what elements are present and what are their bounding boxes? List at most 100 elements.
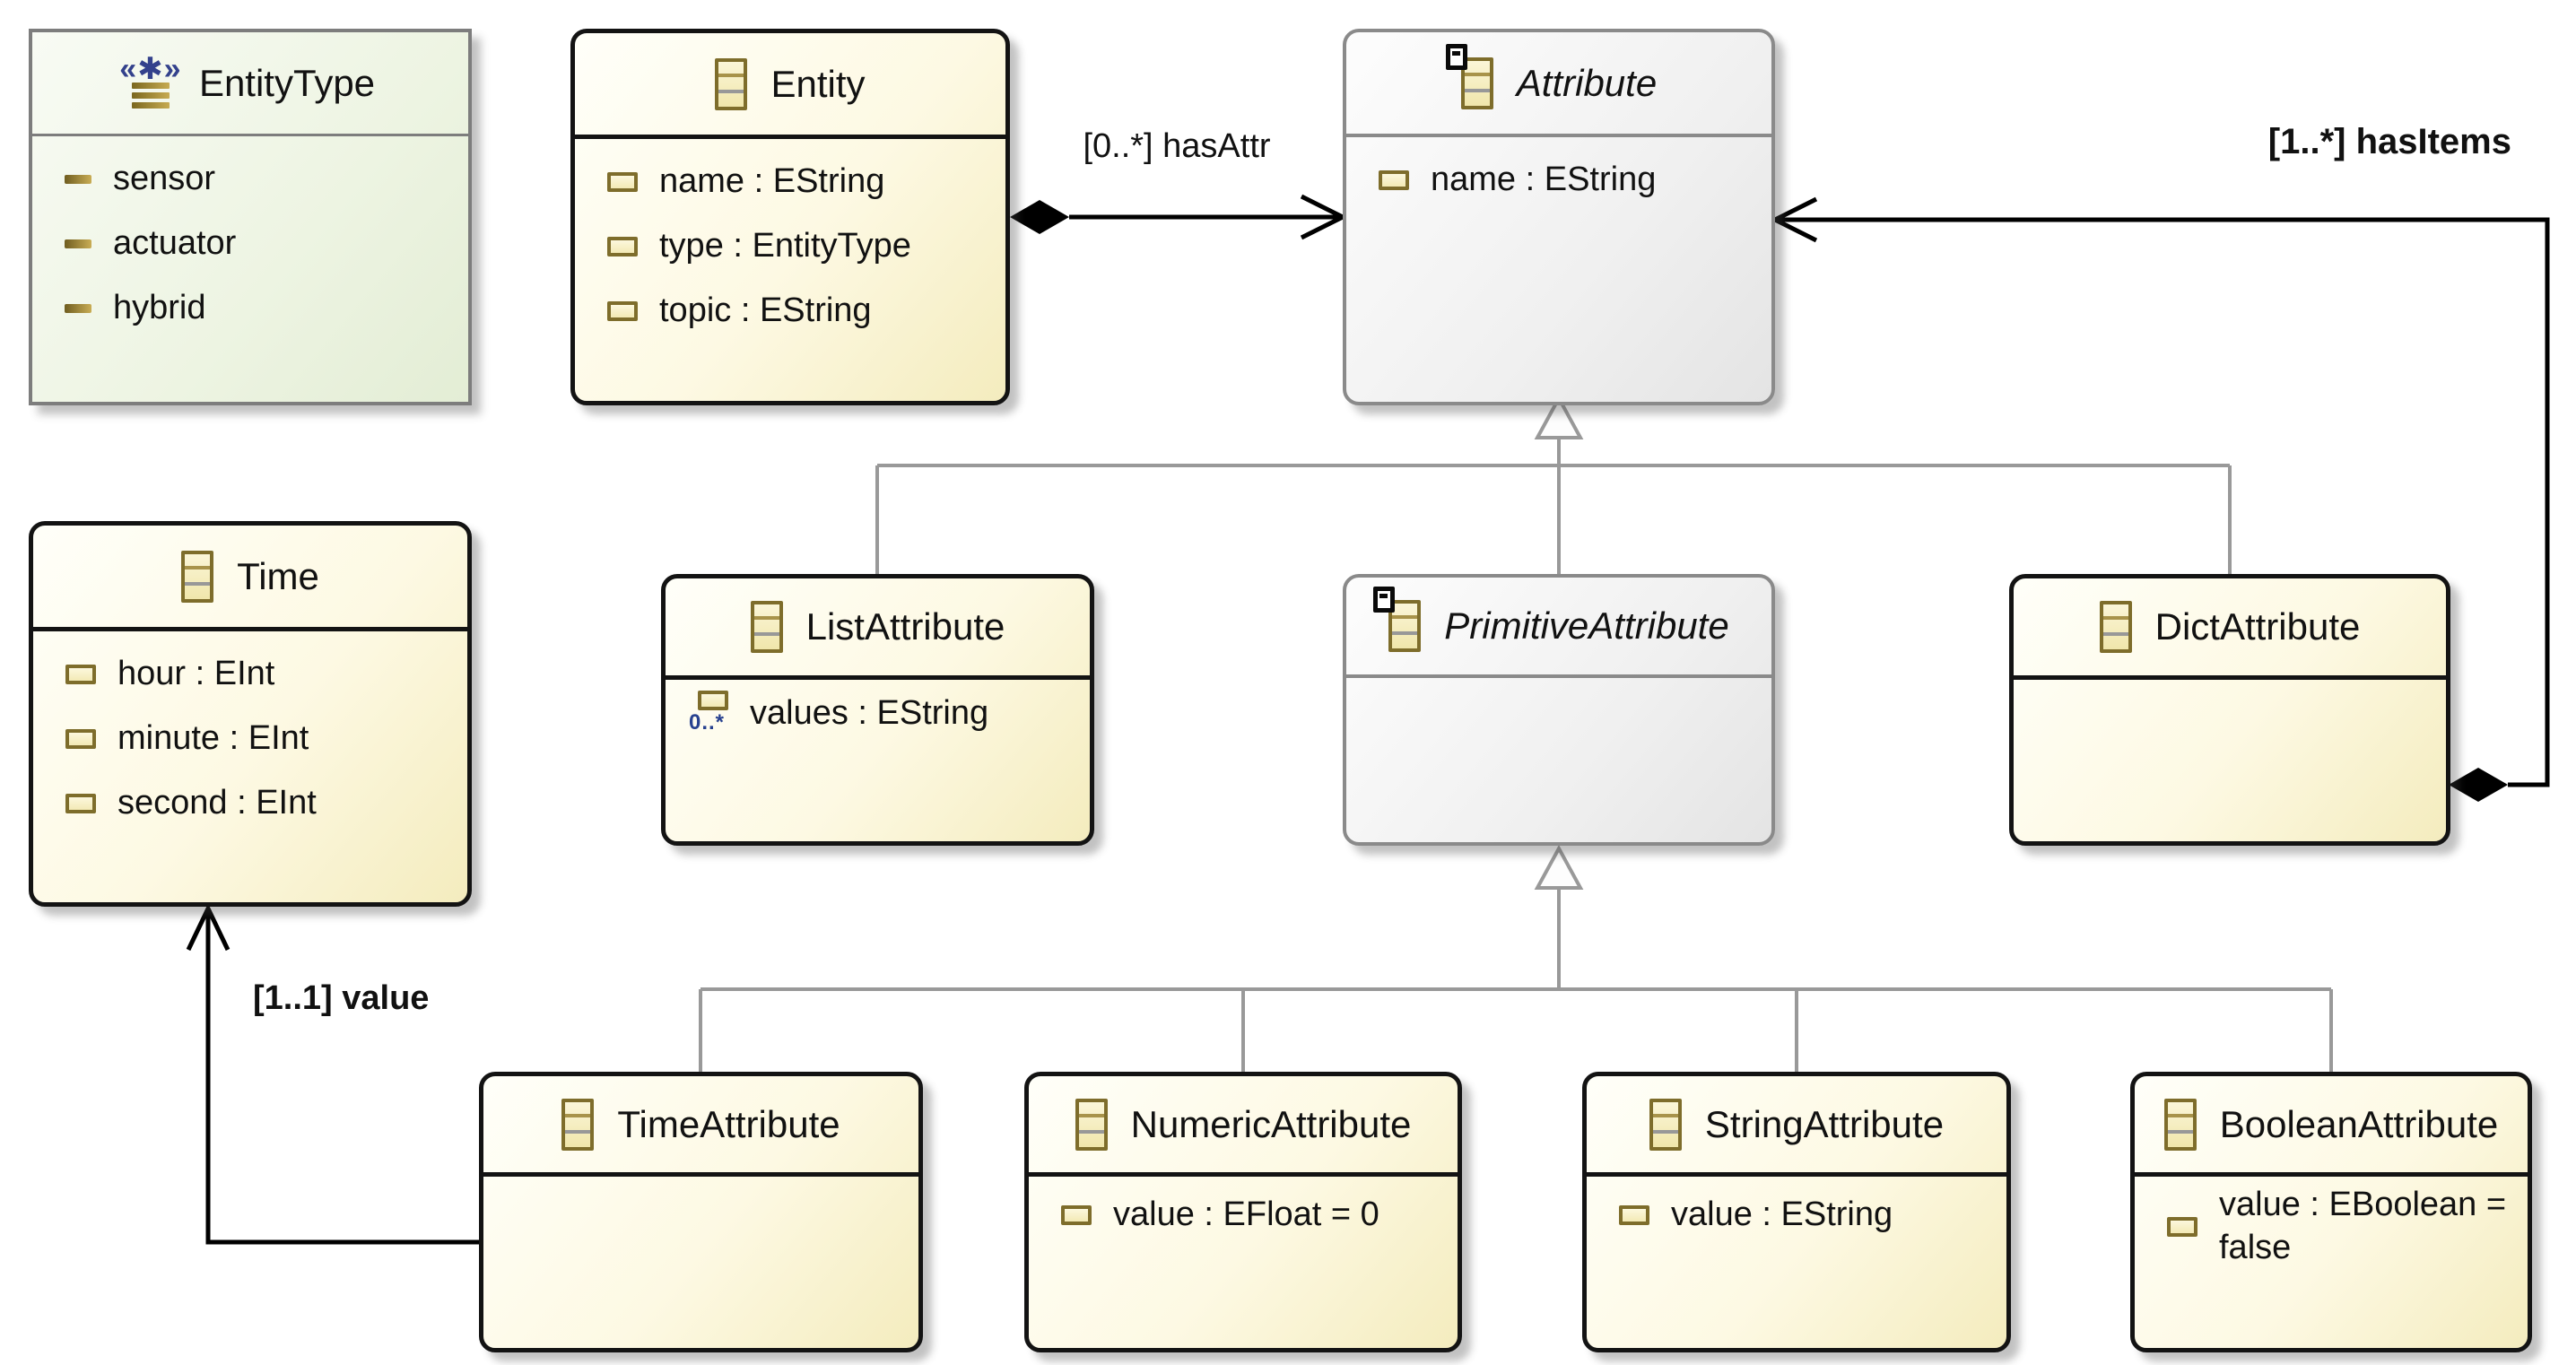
attribute-row[interactable]: topic : EString bbox=[607, 279, 989, 343]
enum-literal-row[interactable]: sensor bbox=[65, 147, 452, 212]
class-title: PrimitiveAttribute bbox=[1444, 604, 1729, 647]
class-node-timeattribute[interactable]: TimeAttribute bbox=[479, 1072, 923, 1352]
attribute-row[interactable]: name : EString bbox=[1379, 148, 1755, 213]
attribute-row[interactable]: second : EInt bbox=[65, 771, 451, 836]
class-header: NumericAttribute bbox=[1029, 1076, 1458, 1177]
edge-label-value[interactable]: [1..1] value bbox=[253, 979, 430, 1017]
attribute-compartment: hour : EInt minute : EInt second : EInt bbox=[33, 631, 467, 836]
class-header: PrimitiveAttribute bbox=[1346, 578, 1771, 678]
class-node-stringattribute[interactable]: StringAttribute value : EString bbox=[1582, 1072, 2011, 1352]
enum-literal-label: sensor bbox=[113, 160, 216, 198]
attribute-label: value : EBoolean = false bbox=[2219, 1186, 2507, 1266]
reference-edge-value[interactable] bbox=[186, 903, 479, 1245]
attribute-label: topic : EString bbox=[659, 291, 872, 330]
eattribute-icon bbox=[1619, 1205, 1649, 1225]
class-header: BooleanAttribute bbox=[2135, 1076, 2528, 1177]
eclass-icon bbox=[715, 57, 748, 110]
eattribute-icon bbox=[65, 729, 96, 749]
arrowhead-icon bbox=[1300, 194, 1348, 240]
class-node-numericattribute[interactable]: NumericAttribute value : EFloat = 0 bbox=[1024, 1072, 1462, 1352]
class-node-dictattribute[interactable]: DictAttribute bbox=[2009, 574, 2450, 846]
generalization-edge-attribute-children[interactable] bbox=[875, 394, 2232, 576]
attribute-compartment: name : EString bbox=[1346, 137, 1771, 213]
enum-node-entitytype[interactable]: «✱» EntityType sensor actuator hybrid bbox=[29, 29, 472, 405]
multiplicity-badge: 0..* bbox=[689, 710, 726, 735]
enum-literal-compartment: sensor actuator hybrid bbox=[32, 136, 468, 341]
abstract-badge-icon bbox=[1445, 43, 1467, 70]
arrowhead-icon bbox=[186, 903, 231, 952]
class-node-booleanattribute[interactable]: BooleanAttribute value : EBoolean = fals… bbox=[2130, 1072, 2532, 1352]
attribute-label: name : EString bbox=[659, 162, 885, 201]
class-header: ListAttribute bbox=[666, 578, 1090, 680]
generalization-triangle-icon bbox=[1534, 844, 1584, 890]
enum-literal-label: actuator bbox=[113, 224, 237, 263]
attribute-label: name : EString bbox=[1431, 161, 1657, 199]
attribute-compartment: value : EBoolean = false bbox=[2135, 1177, 2528, 1269]
attribute-label: type : EntityType bbox=[659, 227, 911, 265]
attribute-compartment bbox=[2014, 680, 2446, 685]
abstract-eclass-icon bbox=[1373, 587, 1422, 652]
class-title: NumericAttribute bbox=[1130, 1102, 1412, 1145]
eattribute-many-icon: 0..* bbox=[689, 691, 728, 735]
eenumliteral-icon bbox=[65, 304, 91, 313]
eclass-icon bbox=[1649, 1098, 1682, 1151]
eclass-icon bbox=[181, 550, 214, 603]
attribute-row[interactable]: 0..* values : EString bbox=[689, 685, 1074, 766]
class-node-time[interactable]: Time hour : EInt minute : EInt second : … bbox=[29, 521, 472, 907]
attribute-compartment: 0..* values : EString bbox=[666, 680, 1090, 766]
enum-literal-row[interactable]: hybrid bbox=[65, 276, 452, 341]
enum-literal-row[interactable]: actuator bbox=[65, 212, 452, 276]
eattribute-icon bbox=[65, 665, 96, 684]
reference-edge-hasattr[interactable] bbox=[1010, 194, 1348, 240]
eattribute-icon bbox=[607, 172, 638, 192]
attribute-row[interactable]: type : EntityType bbox=[607, 214, 989, 279]
attribute-label: value : EFloat = 0 bbox=[1113, 1195, 1379, 1234]
eclass-icon bbox=[561, 1098, 595, 1151]
attribute-row[interactable]: value : EFloat = 0 bbox=[1061, 1184, 1441, 1247]
eenum-icon: «✱» bbox=[119, 54, 181, 109]
containment-diamond-icon bbox=[2449, 768, 2508, 802]
class-node-attribute[interactable]: Attribute name : EString bbox=[1343, 29, 1775, 405]
attribute-label: minute : EInt bbox=[117, 719, 309, 758]
class-title: DictAttribute bbox=[2154, 605, 2361, 648]
edge-label-hasattr[interactable]: [0..*] hasAttr bbox=[1083, 127, 1271, 165]
enum-header: «✱» EntityType bbox=[32, 32, 468, 136]
attribute-compartment: value : EString bbox=[1587, 1177, 2006, 1247]
attribute-row[interactable]: value : EBoolean = false bbox=[2167, 1184, 2511, 1269]
attribute-row[interactable]: name : EString bbox=[607, 150, 989, 214]
eclass-icon bbox=[1075, 1098, 1108, 1151]
attribute-compartment bbox=[1346, 678, 1771, 683]
eclass-icon bbox=[2099, 601, 2132, 653]
eattribute-icon bbox=[607, 237, 638, 256]
eattribute-icon bbox=[2167, 1216, 2197, 1237]
class-title: StringAttribute bbox=[1704, 1102, 1945, 1145]
class-node-listattribute[interactable]: ListAttribute 0..* values : EString bbox=[661, 574, 1094, 846]
abstract-eclass-icon bbox=[1445, 43, 1493, 109]
containment-diamond-icon bbox=[1010, 200, 1069, 234]
eattribute-icon bbox=[1061, 1205, 1092, 1225]
abstract-badge-icon bbox=[1373, 587, 1396, 613]
attribute-label: value : EString bbox=[1671, 1195, 1893, 1234]
attribute-row[interactable]: hour : EInt bbox=[65, 642, 451, 707]
class-title: Time bbox=[237, 554, 319, 597]
attribute-row[interactable]: value : EString bbox=[1619, 1184, 1990, 1247]
class-node-entity[interactable]: Entity name : EString type : EntityType … bbox=[570, 29, 1010, 405]
class-header: Entity bbox=[575, 33, 1005, 139]
generalization-edge-primitive-children[interactable] bbox=[699, 844, 2333, 1074]
attribute-label: hour : EInt bbox=[117, 655, 275, 693]
class-title: Entity bbox=[770, 62, 866, 105]
eclass-icon bbox=[2163, 1098, 2197, 1151]
enum-literal-label: hybrid bbox=[113, 289, 206, 327]
attribute-row[interactable]: minute : EInt bbox=[65, 707, 451, 771]
attribute-label: values : EString bbox=[750, 694, 989, 732]
edge-label-hasitems[interactable]: [1..*] hasItems bbox=[2267, 122, 2511, 161]
attribute-label: second : EInt bbox=[117, 784, 317, 822]
class-title: TimeAttribute bbox=[617, 1102, 840, 1145]
attribute-compartment: value : EFloat = 0 bbox=[1029, 1177, 1458, 1247]
eenumliteral-icon bbox=[65, 175, 91, 184]
arrowhead-icon bbox=[1770, 196, 1818, 243]
class-node-primitiveattribute[interactable]: PrimitiveAttribute bbox=[1343, 574, 1775, 846]
class-title: ListAttribute bbox=[805, 605, 1005, 648]
class-title: Attribute bbox=[1516, 61, 1658, 104]
eattribute-icon bbox=[607, 301, 638, 321]
